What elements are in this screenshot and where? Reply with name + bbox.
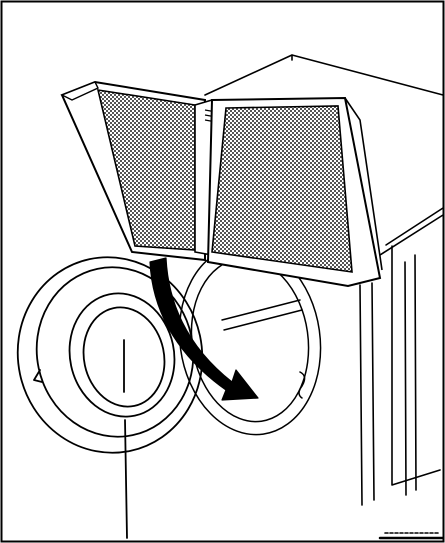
cabinet-right-face <box>379 214 444 256</box>
door-hinge <box>124 419 128 539</box>
door-porthole-icon <box>16 256 204 539</box>
filter-cassette-icon <box>60 80 383 288</box>
door-glass-inner <box>82 306 166 408</box>
cabinet-front-edge-2 <box>371 282 375 501</box>
drum-latch <box>298 371 306 399</box>
door-outer-ring <box>16 256 204 454</box>
cabinet-front-edge-1 <box>359 284 363 506</box>
cabinet-front-edge-4 <box>414 254 417 491</box>
door-glass <box>68 292 176 418</box>
door-handle-mark <box>33 369 43 383</box>
appliance-cabinet-icon <box>204 54 445 540</box>
door-inner-ring <box>35 266 195 438</box>
arrow-shaft <box>149 257 259 401</box>
filter-mesh-right <box>211 105 353 273</box>
filter-frame-left-bevel <box>60 81 99 101</box>
cabinet-right-face-inner <box>385 207 444 246</box>
cabinet-side-panel <box>391 245 441 486</box>
cabinet-top-face <box>204 54 444 96</box>
curved-arrow-icon <box>149 257 259 401</box>
filter-frame-right-depth <box>344 97 383 271</box>
cabinet-front-edge-3 <box>404 261 407 496</box>
